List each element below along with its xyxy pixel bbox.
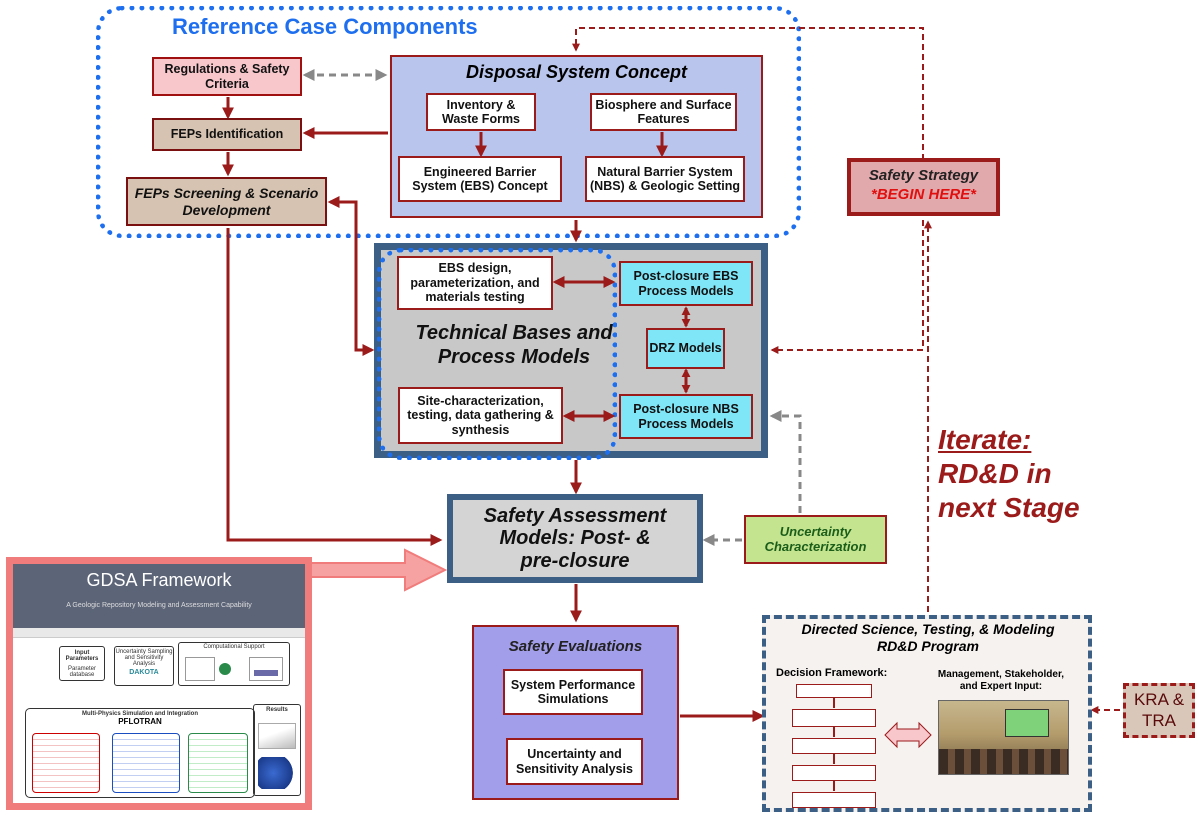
gdsa-header: GDSA Framework A Geologic Repository Mod… <box>13 564 305 628</box>
gdsa-compute-tile <box>249 657 283 681</box>
audience-silhouettes <box>939 749 1068 774</box>
biosphere-box[interactable]: Biosphere and Surface Features <box>590 93 737 131</box>
uncertainty-characterization-box[interactable]: Uncertainty Characterization <box>744 515 887 564</box>
gdsa-results-box: Results <box>253 704 301 796</box>
gdsa-uncertainty-sampling-label: Uncertainty Sampling and Sensitivity Ana… <box>115 649 173 667</box>
iterate-word: Iterate: <box>938 424 1032 455</box>
gdsa-results-label: Results <box>266 707 288 713</box>
gdsa-pflotran-label: PFLOTRAN <box>118 717 162 726</box>
gdsa-results-plot <box>258 723 296 749</box>
gdsa-uncertainty-box: Uncertainty Sampling and Sensitivity Ana… <box>114 646 174 686</box>
projector-screen <box>1005 709 1049 737</box>
kra-tra-box[interactable]: KRA & TRA <box>1123 683 1195 738</box>
feps-identification-box[interactable]: FEPs Identification <box>152 118 302 151</box>
gdsa-red-module <box>32 733 100 793</box>
technical-bases-title: Technical Bases and Process Models <box>415 322 613 368</box>
begin-here-label: *BEGIN HERE* <box>870 186 977 203</box>
safety-strategy-label: Safety Strategy <box>868 167 979 184</box>
gdsa-compute-tile <box>219 663 231 675</box>
decision-step <box>792 792 876 808</box>
site-characterization-box[interactable]: Site-characterization, testing, data gat… <box>398 387 563 444</box>
ebs-concept-box[interactable]: Engineered Barrier System (EBS) Concept <box>398 156 562 202</box>
decision-step <box>796 684 872 698</box>
nbs-setting-box[interactable]: Natural Barrier System (NBS) & Geologic … <box>585 156 745 202</box>
gdsa-computational-support-box: Computational Support <box>178 642 290 686</box>
safety-evaluations-title: Safety Evaluations <box>508 638 643 655</box>
safety-assessment-box[interactable]: Safety Assessment Models: Post- & pre-cl… <box>447 494 703 583</box>
gdsa-pflotran-box: Multi-Physics Simulation and Integration… <box>25 708 255 798</box>
regulations-box[interactable]: Regulations & Safety Criteria <box>152 57 302 96</box>
gdsa-parameter-database-label: Parameter database <box>67 666 96 678</box>
gdsa-compute-tile <box>185 657 215 681</box>
iterate-rest: RD&D in next Stage <box>938 458 1080 524</box>
gdsa-input-parameters-label: Input Parameters <box>65 650 99 662</box>
meeting-photo <box>938 700 1069 775</box>
gdsa-results-map <box>258 757 296 789</box>
double-arrow-icon <box>884 721 932 749</box>
decision-step <box>792 738 876 754</box>
post-closure-ebs-box[interactable]: Post-closure EBS Process Models <box>619 261 753 306</box>
feps-screening-box[interactable]: FEPs Screening & Scenario Development <box>126 177 327 226</box>
management-input-label: Management, Stakeholder, and Expert Inpu… <box>937 669 1065 692</box>
gdsa-pflotran-heading: Multi-Physics Simulation and Integration <box>81 711 198 717</box>
ebs-design-box[interactable]: EBS design, parameterization, and materi… <box>397 256 553 310</box>
safety-strategy-box[interactable]: Safety Strategy *BEGIN HERE* <box>847 158 1000 216</box>
drz-models-box[interactable]: DRZ Models <box>646 328 725 369</box>
gdsa-computational-support-label: Computational Support <box>203 644 265 650</box>
gdsa-dakota-label: DAKOTA <box>129 669 159 676</box>
reference-case-title: Reference Case Components <box>172 14 478 39</box>
system-performance-box[interactable]: System Performance Simulations <box>503 669 643 715</box>
disposal-system-concept-title: Disposal System Concept <box>465 62 688 82</box>
gdsa-blue-module <box>112 733 180 793</box>
decision-framework-label: Decision Framework: <box>776 667 888 679</box>
directed-science-title: Directed Science, Testing, & Modeling RD… <box>801 621 1055 654</box>
gdsa-subtitle: A Geologic Repository Modeling and Asses… <box>66 602 252 609</box>
decision-step <box>792 765 876 781</box>
inventory-box[interactable]: Inventory & Waste Forms <box>426 93 536 131</box>
decision-flow-arrows <box>833 698 835 791</box>
gdsa-nav-strip <box>13 628 305 638</box>
gdsa-title: GDSA Framework <box>86 570 232 590</box>
gdsa-green-module <box>188 733 248 793</box>
post-closure-nbs-box[interactable]: Post-closure NBS Process Models <box>619 394 753 439</box>
decision-step <box>792 709 876 727</box>
iterate-label: Iterate: RD&D in next Stage <box>938 423 1138 525</box>
uncertainty-sensitivity-box[interactable]: Uncertainty and Sensitivity Analysis <box>506 738 643 785</box>
gdsa-input-parameters-box: Input Parameters Parameter database <box>59 646 105 681</box>
decision-flow-miniature <box>790 682 878 810</box>
gdsa-framework-frame[interactable]: GDSA Framework A Geologic Repository Mod… <box>6 557 312 810</box>
